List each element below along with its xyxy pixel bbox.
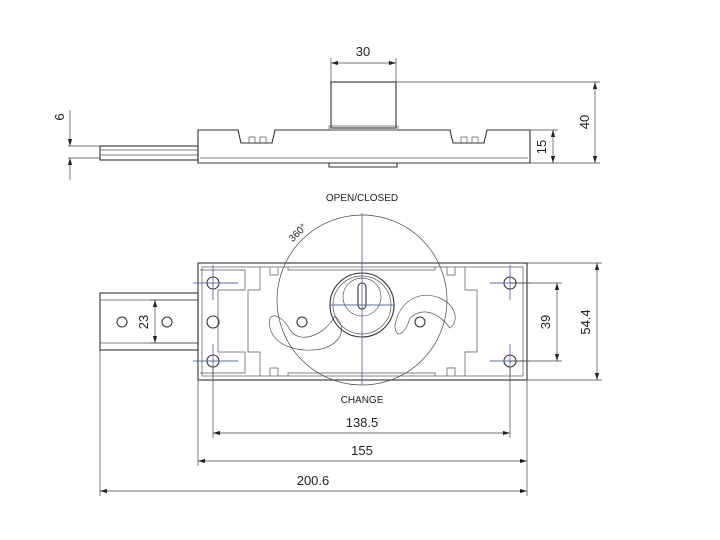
label-open-closed: OPEN/CLOSED [326,193,398,204]
dim-cylinder-width: 30 [356,44,370,59]
front-view: OPEN/CLOSED 360° CHANGE 23 39 54.4 138.5… [99,193,602,496]
dim-hole-spacing-horizontal: 138.5 [346,415,379,430]
label-rotation: 360° [287,222,309,244]
dim-bar-width: 23 [136,315,151,329]
top-view: 30 40 15 6 [52,44,600,180]
dim-plate-thickness: 15 [534,140,549,154]
bolt-bar-side [99,145,199,161]
lock-plate [197,262,528,381]
dim-hole-spacing-vertical: 39 [538,315,553,329]
dim-plate-length: 155 [351,443,373,458]
cylinder-side [330,81,397,129]
dim-bar-thickness: 6 [52,113,67,120]
label-change: CHANGE [341,395,384,406]
dim-total-height: 40 [577,115,592,129]
dim-overall-length: 200.6 [297,473,330,488]
dim-plate-height: 54.4 [578,309,593,334]
